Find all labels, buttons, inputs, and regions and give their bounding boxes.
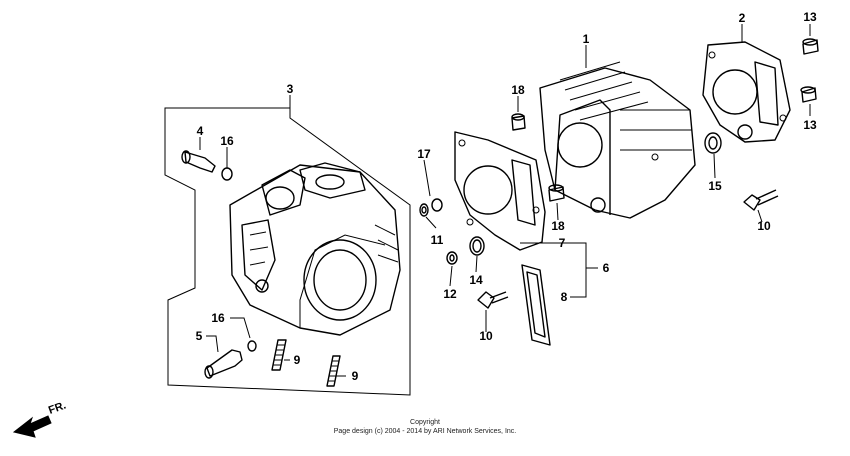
- callout-5: 5: [196, 329, 203, 343]
- copyright-notice: Page design (c) 2004 - 2014 by ARI Netwo…: [333, 428, 517, 435]
- direction-label: FR.: [47, 399, 68, 416]
- leader-lines: [199, 24, 811, 377]
- callout-10-lower: 10: [479, 329, 493, 343]
- part-12-washer[interactable]: [446, 251, 458, 265]
- callout-17: 17: [417, 147, 431, 161]
- callout-6: 6: [603, 261, 610, 275]
- callout-12: 12: [443, 287, 457, 301]
- part-10-bolt-upper[interactable]: [743, 189, 779, 211]
- callout-18-lower: 18: [551, 219, 565, 233]
- callout-10-upper: 10: [757, 219, 771, 233]
- callout-1: 1: [583, 32, 590, 46]
- part-2-gasket[interactable]: [702, 41, 791, 143]
- head-group-outline: [164, 107, 411, 396]
- callout-9-right: 9: [352, 369, 359, 383]
- copyright-heading: Copyright: [410, 419, 440, 426]
- callout-3: 3: [287, 82, 294, 96]
- part-9-stud-right[interactable]: [326, 355, 341, 387]
- part-16-lower-o-ring[interactable]: [247, 340, 257, 352]
- part-16-upper-o-ring[interactable]: [221, 167, 233, 181]
- callout-4: 4: [197, 124, 204, 138]
- part-17-o-ring[interactable]: [431, 198, 443, 212]
- part-15-o-ring[interactable]: [704, 132, 722, 154]
- part-14-o-ring[interactable]: [469, 236, 485, 256]
- part-13-dowel-upper[interactable]: [802, 38, 819, 55]
- callout-14: 14: [469, 273, 483, 287]
- callout-16-lower: 16: [211, 311, 225, 325]
- part-10-bolt-lower[interactable]: [477, 291, 509, 309]
- cylinder-head[interactable]: [229, 162, 401, 336]
- part-1-cylinder[interactable]: [539, 61, 696, 219]
- callout-18-upper: 18: [511, 83, 525, 97]
- callout-15: 15: [708, 179, 722, 193]
- callout-9-left: 9: [294, 353, 301, 367]
- callout-16-upper: 16: [220, 134, 234, 148]
- callout-7: 7: [559, 236, 566, 250]
- part-8-gasket[interactable]: [521, 264, 551, 346]
- callout-11: 11: [431, 233, 444, 247]
- part-7-gasket[interactable]: [454, 131, 546, 251]
- part-9-stud-left[interactable]: [271, 339, 287, 371]
- part-5-valve-cap[interactable]: [204, 349, 243, 379]
- part-11-dowel[interactable]: [419, 203, 429, 217]
- callout-13-lower: 13: [803, 118, 817, 132]
- part-18-dowel-upper[interactable]: [511, 113, 526, 131]
- callout-8: 8: [561, 290, 568, 304]
- callout-13-upper: 13: [803, 10, 817, 24]
- front-direction-arrow-icon: [12, 415, 52, 438]
- callout-2: 2: [739, 11, 746, 25]
- part-13-dowel-lower[interactable]: [800, 86, 817, 103]
- part-4-valve-cap[interactable]: [181, 150, 216, 173]
